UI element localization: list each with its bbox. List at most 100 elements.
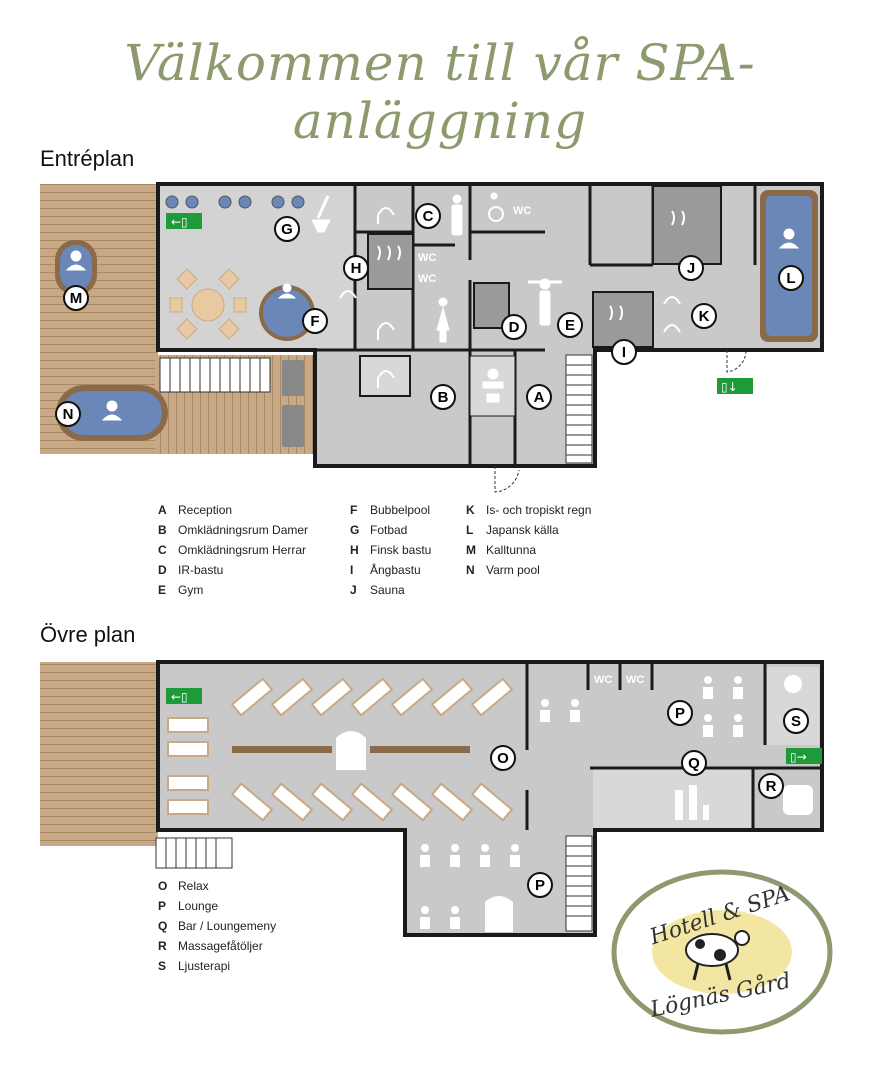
- marker-r: R: [758, 773, 784, 799]
- exit-sign-icon: ←▯: [166, 213, 202, 229]
- marker-o-letter: O: [497, 750, 509, 767]
- entrance-door: [494, 466, 520, 493]
- lounge-people-icon: [420, 844, 460, 867]
- fireplace-icon: [485, 896, 513, 932]
- svg-text:▯→: ▯→: [790, 750, 807, 764]
- marker-i-letter: I: [622, 344, 626, 361]
- marker-q: Q: [681, 750, 707, 776]
- reception-icon: [482, 368, 504, 403]
- marker-m: M: [63, 285, 89, 311]
- marker-g-letter: G: [281, 221, 293, 238]
- bubbelpool-water: [263, 289, 311, 337]
- ground-icons: [65, 192, 800, 421]
- cow-icon: [685, 930, 750, 981]
- indoor-stairs: [565, 354, 593, 464]
- marker-b: B: [430, 384, 456, 410]
- marker-o: O: [490, 745, 516, 771]
- lounge-people-icon: [703, 714, 743, 737]
- bather-icon: [277, 283, 297, 299]
- ground-floor-plan: WC WC WC ←▯ ▯↓: [40, 182, 824, 493]
- shower-icon: [663, 324, 681, 333]
- wheelchair-icon: [488, 192, 504, 222]
- deck-loungers: [282, 360, 304, 447]
- ground-floor-heading: Entréplan: [40, 146, 135, 171]
- shower-icon: [663, 296, 681, 305]
- angbastu-room: [592, 291, 654, 348]
- finsk-bastu-room: [367, 233, 414, 290]
- lounge-people-icon: [540, 699, 580, 722]
- fotbad-seats: [165, 195, 305, 209]
- upper-floor-heading: Övre plan: [40, 622, 136, 647]
- marker-f-letter: F: [310, 313, 319, 330]
- marker-n: N: [55, 401, 81, 427]
- shower-b: [359, 355, 411, 397]
- marker-j: J: [678, 255, 704, 281]
- marker-d-letter: D: [509, 319, 520, 336]
- marker-c-letter: C: [423, 208, 434, 225]
- marker-p-letter: P: [675, 705, 685, 722]
- bather-icon: [65, 250, 87, 271]
- marker-g: G: [274, 216, 300, 242]
- massage-chair-icon: [783, 785, 813, 815]
- marker-e-letter: E: [565, 317, 575, 334]
- svg-text:←▯: ←▯: [171, 690, 188, 704]
- shower-icon: [377, 207, 395, 224]
- fireplace-icon: [336, 731, 366, 770]
- bather-icon: [778, 228, 800, 249]
- wc-label: WC: [418, 252, 436, 264]
- marker-k: K: [691, 303, 717, 329]
- bather-icon: [101, 400, 123, 421]
- room-markers: A B C D E F G H I J K L M N O P P Q R S: [55, 203, 809, 898]
- upper-floor-plan: WC WC ←▯ ▯→: [40, 660, 824, 937]
- shower-icon: [377, 370, 395, 388]
- woman-icon: [436, 297, 450, 343]
- varm-pool-water: [62, 391, 162, 435]
- marker-r-letter: R: [766, 778, 777, 795]
- svg-text:▯↓: ▯↓: [721, 380, 738, 394]
- page-title: Välkommen till vår SPA-anläggning: [124, 34, 756, 150]
- svg-text:←▯: ←▯: [171, 215, 188, 229]
- marker-a: A: [526, 384, 552, 410]
- marker-p: P: [527, 872, 553, 898]
- wc-label: WC: [594, 674, 612, 686]
- bench-left: [232, 746, 332, 753]
- gym-icon: [528, 278, 562, 326]
- bench-right: [370, 746, 470, 753]
- bar-area: [593, 768, 753, 828]
- marker-h-letter: H: [351, 260, 362, 277]
- exit-sign-icon: ▯↓: [717, 378, 753, 394]
- marker-e: E: [557, 312, 583, 338]
- sauna-heat-icon: [609, 305, 623, 321]
- wc-label: WC: [626, 674, 644, 686]
- lounge-people-icon: [703, 676, 743, 699]
- hotel-logo: Hotell & SPA Lögnäs Gård: [611, 869, 833, 1035]
- man-icon: [451, 194, 463, 236]
- shower-icon: [377, 322, 395, 340]
- upper-walls: [525, 664, 822, 830]
- sauna-room: [652, 185, 722, 265]
- marker-l-letter: L: [786, 270, 795, 287]
- marker-a-letter: A: [534, 389, 545, 406]
- side-door: [726, 350, 747, 373]
- shower-icon: [339, 290, 357, 299]
- upper-deck: [40, 662, 158, 846]
